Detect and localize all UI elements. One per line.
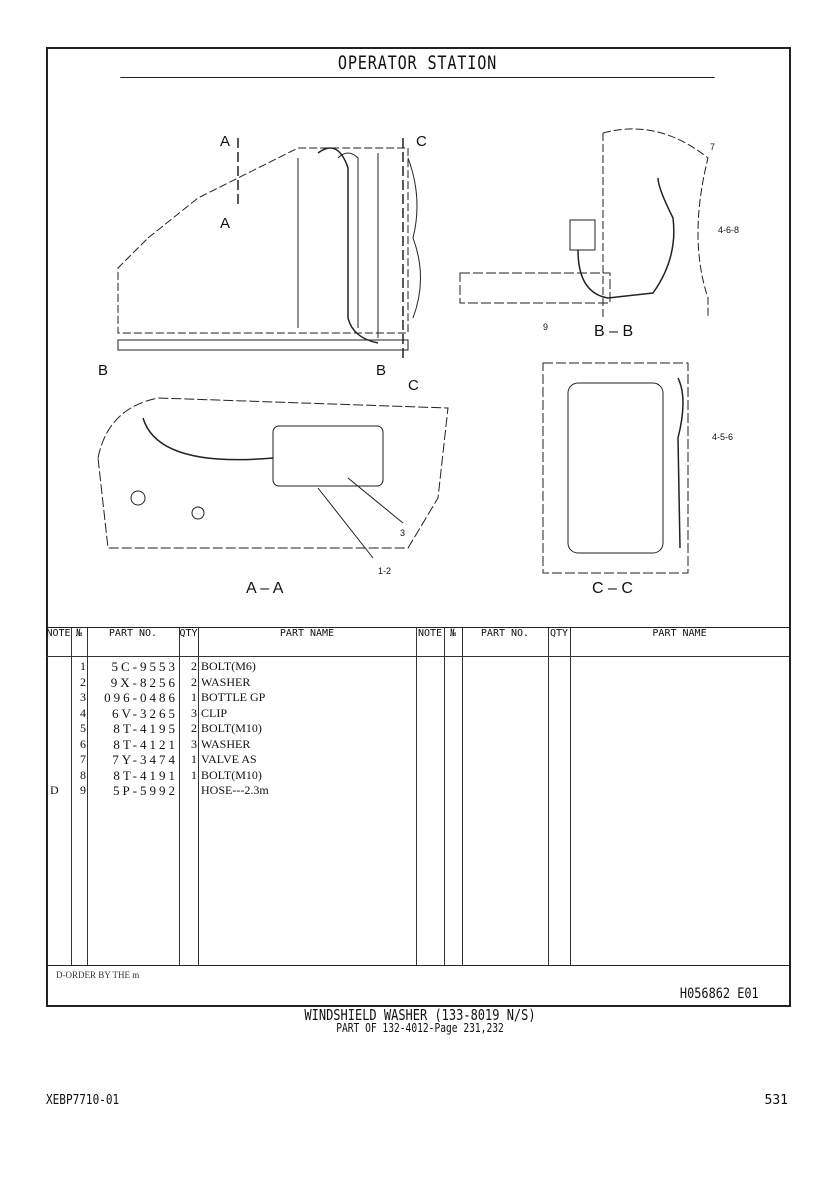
callout-9: 9 <box>543 322 548 332</box>
page-number: 531 <box>764 1093 788 1108</box>
col-divider <box>87 628 180 966</box>
table-cell-part-name: BOLT(M10) <box>201 721 262 735</box>
header-no: № <box>71 628 87 657</box>
callout-4-6-8: 4-6-8 <box>718 225 739 235</box>
table-cell-qty: 1 <box>191 752 197 766</box>
table-cell-qty: 2 <box>191 659 197 673</box>
table-cell-part-name: WASHER <box>201 674 251 689</box>
parts-table: NOTE № PART NO. QTY PART NAME NOTE № PAR… <box>46 627 789 966</box>
table-cell-part-no: 5C-9553 <box>111 659 178 674</box>
view-label-a-a: A – A <box>246 580 284 597</box>
header-part-no: PART NO. <box>87 628 179 657</box>
table-cell-no: 6 <box>80 736 86 751</box>
table-cell-part-name: BOTTLE GP <box>201 690 266 704</box>
section-title: OPERATOR STATION <box>120 47 715 78</box>
table-cell-part-no: 8T-4191 <box>113 767 178 783</box>
table-cell-no: 2 <box>80 674 86 689</box>
table-cell-part-name: VALVE AS <box>201 752 257 766</box>
view-a-a <box>97 397 449 559</box>
table-cell-note <box>50 690 70 706</box>
table-cell-note <box>50 706 70 722</box>
table-cell-note <box>50 768 70 784</box>
table-cell-qty: 2 <box>191 674 197 689</box>
table-cell-qty: 3 <box>191 705 197 720</box>
table-cell-part-name: WASHER <box>201 736 251 751</box>
view-c-c <box>542 362 689 574</box>
col-divider <box>462 628 549 966</box>
col-divider <box>46 628 72 966</box>
table-footer: D-ORDER BY THE m H056862 E01 <box>46 965 789 1004</box>
callout-7: 7 <box>710 142 715 152</box>
table-cell-part-no: 5P-5992 <box>112 783 178 798</box>
callout-4-5-6: 4-5-6 <box>712 432 733 442</box>
exploded-view-drawing: A A C C B B 3 1-2 A – A 7 4-6-8 9 B – B <box>97 128 739 597</box>
header-note-2: NOTE <box>416 628 444 657</box>
table-cell-note <box>50 752 70 768</box>
table-cell-part-no: 6V-3265 <box>111 705 178 721</box>
table-cell-note <box>50 675 70 691</box>
header-qty: QTY <box>179 628 198 657</box>
table-cell-note <box>50 659 70 675</box>
table-cell-part-no: 8T-4195 <box>113 721 178 736</box>
table-cell-note: D <box>50 783 59 797</box>
section-marker-c-bottom: C <box>408 377 419 394</box>
table-cell-qty <box>180 783 197 799</box>
table-cell-qty: 1 <box>191 767 197 782</box>
page-frame <box>46 47 791 1007</box>
table-cell-no: 5 <box>80 721 86 735</box>
footnote: D-ORDER BY THE m <box>56 970 140 980</box>
view-label-b-b: B – B <box>594 323 633 340</box>
callout-1-2: 1-2 <box>378 566 391 576</box>
table-cell-part-name: CLIP <box>201 705 228 720</box>
table-cell-qty: 2 <box>191 721 197 735</box>
col-divider <box>179 628 199 966</box>
header-no-2: № <box>444 628 462 657</box>
header-part-name: PART NAME <box>198 628 416 657</box>
table-cell-note <box>50 721 70 737</box>
header-part-no-2: PART NO. <box>462 628 548 657</box>
col-divider <box>71 628 88 966</box>
section-marker-b-left: B <box>98 362 108 379</box>
section-marker-a-bottom: A <box>220 215 230 232</box>
view-b-b <box>459 128 709 318</box>
main-view <box>117 138 421 358</box>
table-cell-qty: 1 <box>191 690 197 704</box>
table-cell-part-name: BOLT(M10) <box>201 767 262 782</box>
table-cell-part-name: HOSE---2.3m <box>201 783 269 797</box>
callout-3: 3 <box>400 528 405 538</box>
col-divider <box>198 628 417 966</box>
drawing-reference: H056862 E01 <box>680 986 759 1002</box>
table-cell-part-name: BOLT(M6) <box>201 659 256 673</box>
caption-subtitle: PART OF 132-4012-Page 231,232 <box>336 1021 504 1035</box>
col-divider <box>548 628 571 966</box>
table-cell-no: 4 <box>80 705 86 720</box>
table-cell-part-no: 8T-4121 <box>113 736 178 752</box>
col-divider <box>416 628 445 966</box>
table-cell-part-no: 9X-8256 <box>110 674 178 690</box>
table-cell-qty: 3 <box>191 736 197 751</box>
header-note: NOTE <box>46 628 71 657</box>
header-part-name-2: PART NAME <box>570 628 789 657</box>
header-qty-2: QTY <box>548 628 570 657</box>
document-id: XEBP7710-01 <box>46 1093 120 1108</box>
table-cell-part-no: 096-0486 <box>104 690 178 705</box>
table-cell-part-no: 7Y-3474 <box>112 752 178 767</box>
section-marker-a-top: A <box>220 133 230 150</box>
table-cell-no: 7 <box>80 752 86 766</box>
table-cell-note <box>50 737 70 753</box>
table-cell-no: 3 <box>80 690 86 704</box>
section-marker-b-right: B <box>376 362 386 379</box>
table-cell-no: 1 <box>80 659 86 673</box>
col-divider <box>444 628 463 966</box>
section-marker-c-top: C <box>416 133 427 150</box>
table-cell-no: 9 <box>80 783 86 797</box>
view-label-c-c: C – C <box>592 580 633 597</box>
caption-title: WINDSHIELD WASHER (133-8019 N/S) <box>304 1006 536 1024</box>
table-cell-no: 8 <box>80 767 86 782</box>
